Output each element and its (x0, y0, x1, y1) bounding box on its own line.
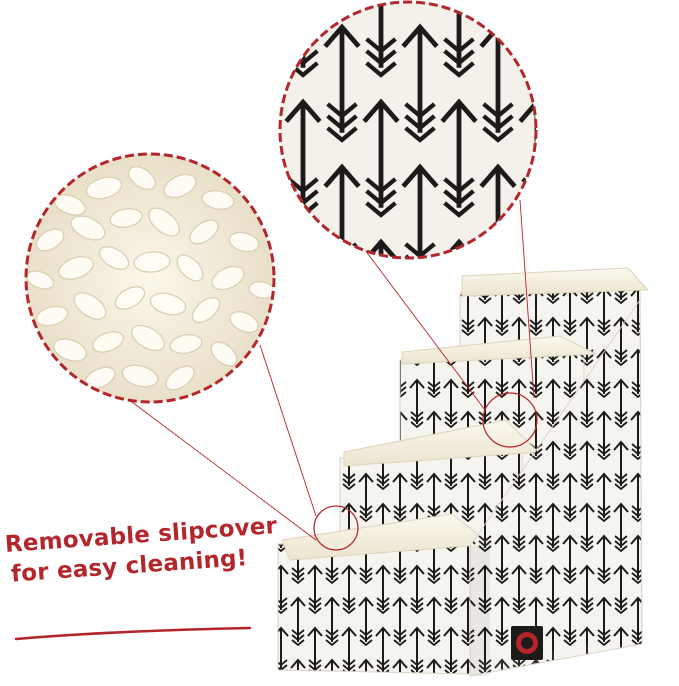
brand-tag (511, 626, 543, 660)
caption-underline (14, 626, 252, 641)
highlight-circle-fabric (482, 392, 538, 448)
sherpa-closeup-inset (24, 152, 276, 404)
step-4-tread (461, 267, 650, 297)
highlight-circle-tread (313, 505, 359, 551)
pet-stairs (277, 267, 650, 677)
leader-lines (131, 199, 535, 541)
step-3-tread (401, 335, 598, 365)
stairs-side-panel (469, 298, 643, 677)
arrow-print-closeup-inset (278, 0, 538, 260)
